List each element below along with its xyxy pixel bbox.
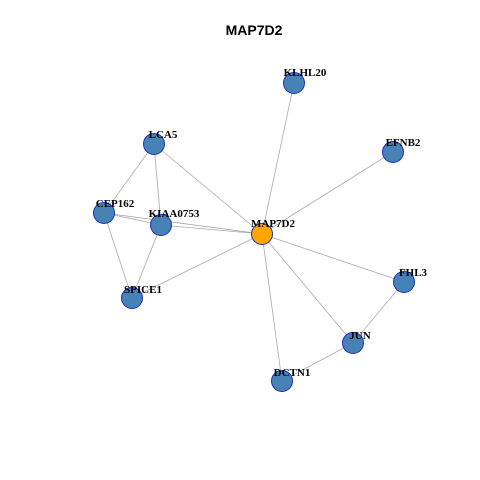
edge-kiaa0753-spice1 (131, 224, 162, 299)
edge-fhl3-jun (352, 281, 405, 344)
node-circle-lca5 (143, 133, 165, 155)
node-label-lca5: LCA5 (149, 129, 178, 141)
node-circle-efnb2 (382, 141, 404, 163)
node-spice1: SPICE1 (121, 284, 162, 309)
node-label-efnb2: EFNB2 (386, 137, 421, 149)
node-fhl3: FHL3 (393, 267, 428, 293)
edge-lca5-cep162 (103, 143, 155, 214)
edge-layer (103, 82, 405, 382)
edge-cep162-spice1 (103, 212, 133, 299)
edge-klhl20-map7d2 (261, 82, 295, 235)
node-label-kiaa0753: KIAA0753 (149, 208, 200, 220)
node-label-klhl20: KLHL20 (284, 67, 327, 79)
edge-spice1-map7d2 (131, 233, 263, 299)
node-circle-dctn1 (271, 370, 293, 392)
node-lca5: LCA5 (143, 129, 178, 155)
node-label-fhl3: FHL3 (399, 267, 428, 279)
edge-fhl3-map7d2 (261, 233, 405, 283)
node-kiaa0753: KIAA0753 (149, 208, 200, 236)
node-efnb2: EFNB2 (382, 137, 421, 163)
node-klhl20: KLHL20 (283, 67, 327, 94)
node-circle-cep162 (93, 202, 115, 224)
node-circle-kiaa0753 (150, 214, 172, 236)
edge-lca5-kiaa0753 (153, 143, 162, 226)
node-label-jun: JUN (349, 330, 370, 342)
node-circle-spice1 (121, 287, 143, 309)
edge-efnb2-map7d2 (261, 151, 394, 235)
edge-jun-map7d2 (261, 233, 354, 344)
edge-dctn1-map7d2 (261, 233, 283, 382)
diagram-title: MAP7D2 (226, 22, 283, 38)
node-dctn1: DCTN1 (271, 367, 311, 392)
node-jun: JUN (342, 330, 371, 354)
node-cep162: CEP162 (93, 198, 135, 224)
node-label-cep162: CEP162 (96, 198, 135, 210)
node-circle-fhl3 (393, 271, 415, 293)
node-label-spice1: SPICE1 (124, 284, 162, 296)
node-circle-klhl20 (283, 72, 305, 94)
node-label-dctn1: DCTN1 (274, 367, 311, 379)
node-circle-map7d2 (251, 223, 273, 245)
edge-cep162-map7d2 (103, 212, 263, 235)
node-map7d2: MAP7D2 (251, 218, 295, 245)
edge-kiaa0753-map7d2 (160, 224, 263, 235)
edge-jun-dctn1 (281, 342, 354, 382)
edge-lca5-map7d2 (153, 143, 263, 235)
node-layer: KLHL20LCA5EFNB2CEP162KIAA0753MAP7D2SPICE… (93, 67, 428, 392)
node-circle-jun (342, 332, 364, 354)
node-label-map7d2: MAP7D2 (251, 218, 295, 230)
